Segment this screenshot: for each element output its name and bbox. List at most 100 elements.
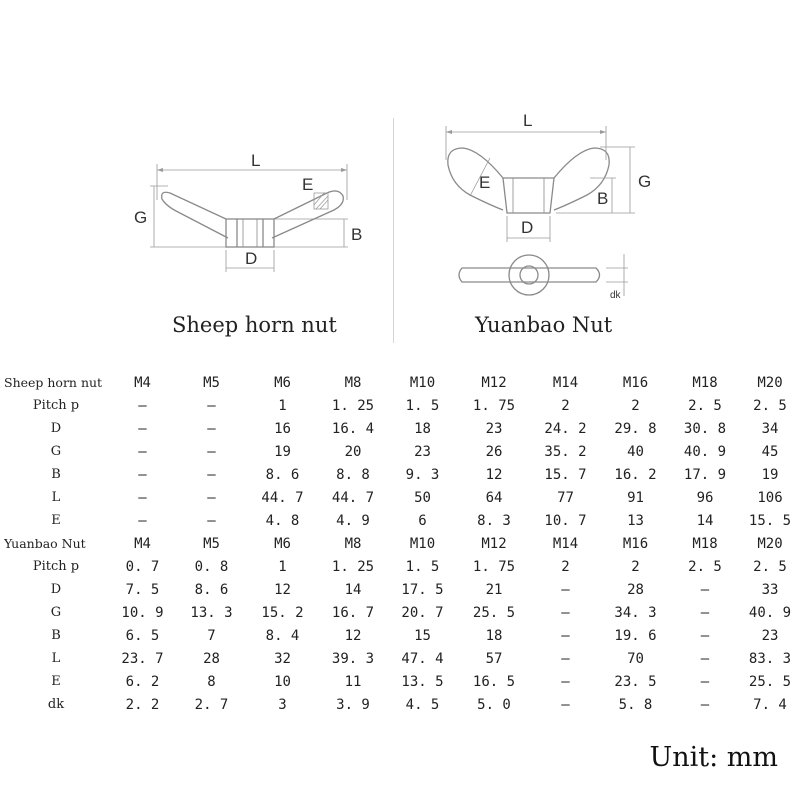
- value-cell: 23. 5: [614, 673, 657, 690]
- value-cell: 5. 8: [618, 696, 653, 713]
- value-cell: 17. 5: [401, 581, 444, 598]
- sheep-horn-nut-drawing: [150, 164, 348, 272]
- value-cell: 13. 5: [401, 673, 444, 690]
- value-cell: 29. 8: [614, 420, 657, 437]
- yuanbao-nut-drawing: [445, 126, 635, 296]
- value-cell: –: [138, 466, 147, 483]
- drawing-divider: [393, 118, 394, 343]
- size-header-cell: M16: [622, 374, 649, 391]
- value-cell: 20: [344, 443, 362, 460]
- value-cell: 8. 6: [265, 466, 300, 483]
- value-cell: 8. 6: [194, 581, 229, 598]
- value-cell: 2. 5: [753, 397, 787, 414]
- value-cell: 18: [414, 420, 431, 437]
- value-cell: 6. 2: [125, 673, 160, 690]
- row-label: D: [50, 582, 62, 597]
- value-cell: 18: [485, 627, 503, 644]
- size-header-cell: M14: [552, 535, 579, 552]
- size-header-cell: M18: [692, 374, 718, 391]
- value-cell: 34: [761, 420, 779, 437]
- value-cell: –: [207, 512, 216, 529]
- value-cell: 16: [274, 420, 291, 437]
- value-cell: 16. 7: [331, 604, 375, 621]
- dim-label-b: B: [597, 189, 608, 208]
- value-cell: 32: [274, 650, 291, 667]
- value-cell: 16. 5: [472, 673, 516, 690]
- row-label: L: [51, 651, 61, 666]
- value-cell: 8. 3: [477, 512, 511, 529]
- value-cell: 45: [761, 443, 779, 460]
- value-cell: 1. 25: [331, 558, 375, 575]
- value-cell: 77: [557, 489, 574, 506]
- value-cell: 12: [344, 627, 362, 644]
- value-cell: 19: [274, 443, 291, 460]
- value-cell: 1. 25: [331, 397, 375, 414]
- value-cell: 14: [696, 512, 714, 529]
- size-header-cell: M14: [552, 374, 579, 391]
- size-header-cell: M4: [134, 535, 151, 552]
- row-label: G: [50, 444, 62, 459]
- value-cell: 2. 5: [688, 397, 722, 414]
- value-cell: 10. 7: [544, 512, 587, 529]
- value-cell: 8: [207, 673, 216, 690]
- dim-label-b: B: [351, 225, 362, 244]
- value-cell: 15. 5: [748, 512, 792, 529]
- value-cell: 0. 8: [194, 558, 229, 575]
- row-label: G: [50, 605, 62, 620]
- dim-label-l: L: [251, 151, 260, 170]
- value-cell: 12: [485, 466, 503, 483]
- value-cell: 2. 7: [194, 696, 229, 713]
- value-cell: 2: [561, 397, 570, 414]
- value-cell: 28: [203, 650, 220, 667]
- value-cell: –: [700, 650, 710, 667]
- size-header-cell: M5: [203, 535, 220, 552]
- value-cell: 20. 7: [401, 604, 444, 621]
- size-header-cell: M8: [344, 374, 362, 391]
- size-header-cell: M10: [409, 535, 436, 552]
- value-cell: 2. 5: [753, 558, 787, 575]
- value-cell: 6. 5: [125, 627, 160, 644]
- caption-sheep-horn-nut: Sheep horn nut: [172, 313, 337, 337]
- value-cell: 1. 75: [472, 397, 516, 414]
- value-cell: 16. 4: [331, 420, 375, 437]
- value-cell: 7: [207, 627, 216, 644]
- value-cell: 1: [278, 397, 287, 414]
- value-cell: –: [207, 420, 216, 437]
- value-cell: 44. 7: [261, 489, 304, 506]
- value-cell: 47. 4: [401, 650, 444, 667]
- value-cell: 96: [696, 489, 714, 506]
- value-cell: 91: [627, 489, 644, 506]
- dim-label-e: E: [479, 173, 490, 192]
- value-cell: 2: [561, 558, 570, 575]
- row-label: Pitch p: [32, 398, 80, 413]
- value-cell: –: [138, 397, 147, 414]
- value-cell: 1: [278, 558, 287, 575]
- dim-label-l: L: [523, 111, 532, 130]
- value-cell: 40. 9: [683, 443, 727, 460]
- row-label: B: [51, 467, 61, 482]
- value-cell: 7. 4: [753, 696, 787, 713]
- value-cell: 35. 2: [544, 443, 587, 460]
- value-cell: 6: [418, 512, 427, 529]
- row-label: B: [51, 628, 61, 643]
- value-cell: 2: [631, 397, 640, 414]
- size-header-cell: M20: [757, 374, 783, 391]
- dim-label-d: D: [521, 218, 533, 237]
- dim-label-g: G: [134, 208, 147, 227]
- row-label: L: [51, 490, 61, 505]
- dim-label-e: E: [302, 175, 313, 194]
- value-cell: –: [138, 512, 147, 529]
- value-cell: 25. 5: [748, 673, 792, 690]
- value-cell: –: [207, 489, 216, 506]
- row-label: E: [51, 674, 61, 689]
- row-label: E: [51, 513, 61, 528]
- value-cell: 23: [414, 443, 431, 460]
- value-cell: 39. 3: [331, 650, 375, 667]
